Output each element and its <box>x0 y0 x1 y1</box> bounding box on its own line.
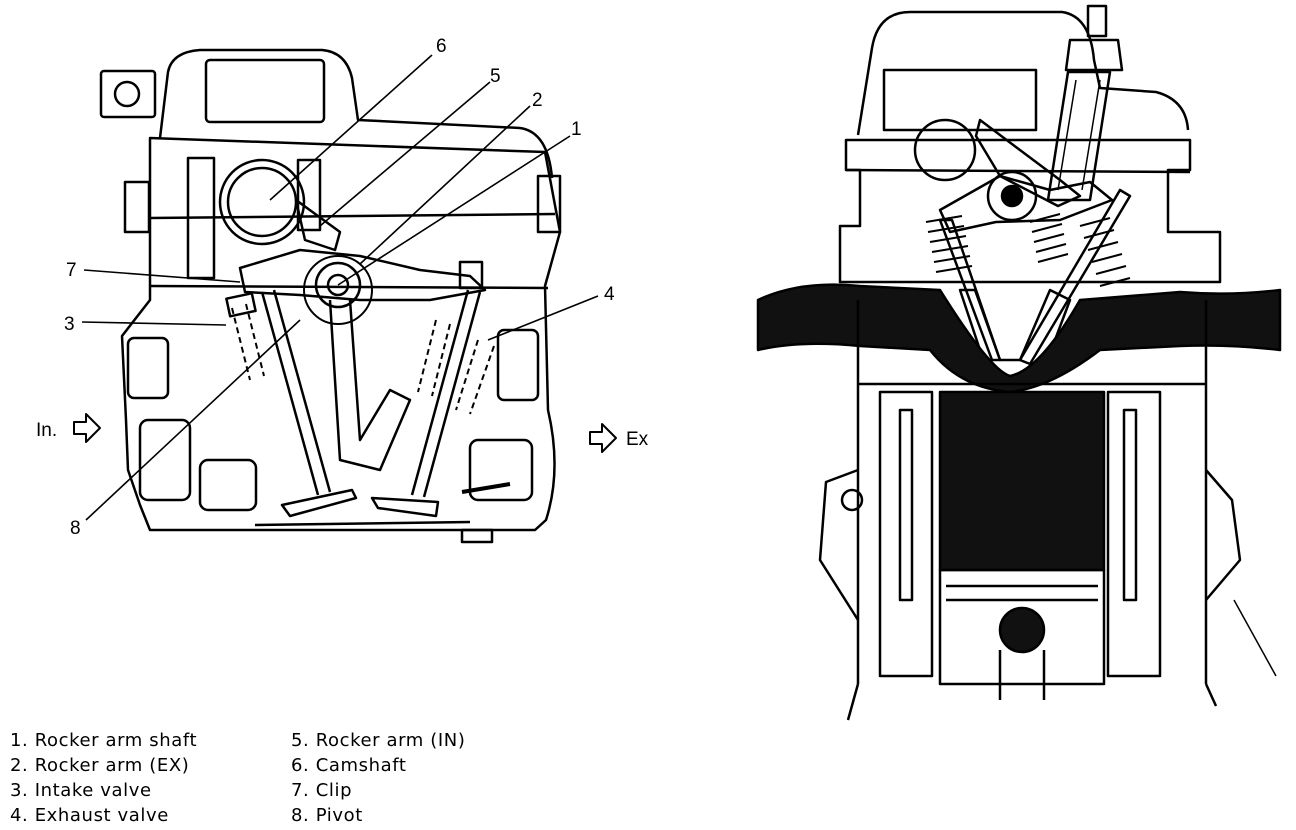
cover-joint <box>149 212 556 220</box>
cylinder-head-section <box>73 48 617 544</box>
cylinder-bore <box>938 390 1106 572</box>
callout-6: 6 <box>436 36 447 57</box>
lifting-bracket <box>99 69 157 119</box>
callout-4: 4 <box>604 284 615 305</box>
leader-2 <box>359 105 531 265</box>
leader-4 <box>487 295 599 341</box>
engine-head-joint <box>845 168 1191 174</box>
port-bar <box>461 482 511 494</box>
engine-section <box>756 4 1282 721</box>
legend-item-2: 2. Rocker arm (EX) <box>10 755 190 776</box>
leader-6 <box>269 54 433 201</box>
water-jacket-left <box>878 390 934 678</box>
leader-lines <box>81 54 599 521</box>
callout-8: 8 <box>70 518 81 539</box>
callout-2: 2 <box>532 90 543 111</box>
leader-1 <box>337 135 571 286</box>
stud-center <box>296 158 322 232</box>
stud-left <box>186 156 216 280</box>
dowel <box>460 528 494 544</box>
water-jacket-l1 <box>126 336 170 400</box>
exhaust-label: Ex <box>626 429 649 450</box>
spark-plug <box>1046 4 1124 202</box>
exhaust-valve <box>370 260 495 518</box>
cam-cover <box>158 48 554 179</box>
rocker-arm-shaft-bore <box>326 273 350 297</box>
engine-exhaust-valve <box>1018 188 1132 366</box>
water-jacket-right <box>1106 390 1162 678</box>
camshaft-inner <box>226 166 298 238</box>
legend-item-1: 1. Rocker arm shaft <box>10 730 198 751</box>
jacket-slot-right <box>1122 408 1138 602</box>
engine-rocker-shaft-bore <box>1000 184 1024 208</box>
cover-boss <box>204 58 326 124</box>
intake-label: In. <box>36 420 57 441</box>
water-jacket-r1 <box>496 328 540 402</box>
callout-5: 5 <box>490 66 501 87</box>
rocker-arm-ex <box>238 248 487 302</box>
combustion-wall <box>328 299 412 472</box>
engine-camshaft <box>913 118 977 182</box>
piston <box>938 568 1106 686</box>
intake-valve <box>225 289 358 518</box>
engine-cover-boss <box>882 68 1038 132</box>
lifting-eye <box>113 80 141 108</box>
exhaust-arrow-icon <box>589 423 617 453</box>
legend-item-5: 5. Rocker arm (IN) <box>291 730 466 751</box>
bolt-right <box>536 174 562 234</box>
piston-pin <box>998 606 1046 654</box>
water-jacket-r2 <box>468 438 534 502</box>
water-jacket-l2 <box>138 418 192 502</box>
legend-item-6: 6. Camshaft <box>291 755 407 776</box>
engine-cover <box>856 10 1190 136</box>
legend-column-2: 5. Rocker arm (IN) 6. Camshaft 7. Clip 8… <box>291 728 465 828</box>
legend-column-1: 1. Rocker arm shaft 2. Rocker arm (EX) 3… <box>10 728 197 828</box>
block-skirt <box>846 683 1218 721</box>
head-body <box>120 136 562 532</box>
chamber-floor <box>254 520 471 527</box>
legend-item-3: 3. Intake valve <box>10 780 152 801</box>
block-flange-left <box>818 468 860 621</box>
head-gasket-band <box>756 283 1282 394</box>
callout-3: 3 <box>64 314 75 335</box>
callout-7: 7 <box>66 260 77 281</box>
bolt-left <box>123 180 151 234</box>
water-jacket-l3 <box>198 458 258 512</box>
leader-7 <box>83 269 241 283</box>
rocker-shaft-boss <box>303 255 373 325</box>
leader-8 <box>85 319 301 521</box>
leader-5 <box>319 81 491 227</box>
camshaft <box>218 158 306 246</box>
intake-arrow-icon <box>73 413 101 443</box>
engine-rocker-in <box>974 118 1082 208</box>
legend-item-7: 7. Clip <box>291 780 353 801</box>
rocker-arm-shaft <box>314 261 362 309</box>
block-edge-line <box>1233 599 1277 677</box>
legend-item-4: 4. Exhaust valve <box>10 805 169 826</box>
jacket-slot-left <box>898 408 914 602</box>
valve-tip <box>458 260 484 290</box>
engine-rocker-ex <box>938 174 1114 234</box>
block-boss-left <box>840 488 864 512</box>
callout-1: 1 <box>571 119 582 140</box>
leader-3 <box>81 321 227 326</box>
block-flange-right <box>1205 469 1242 601</box>
legend-item-8: 8. Pivot <box>291 805 363 826</box>
